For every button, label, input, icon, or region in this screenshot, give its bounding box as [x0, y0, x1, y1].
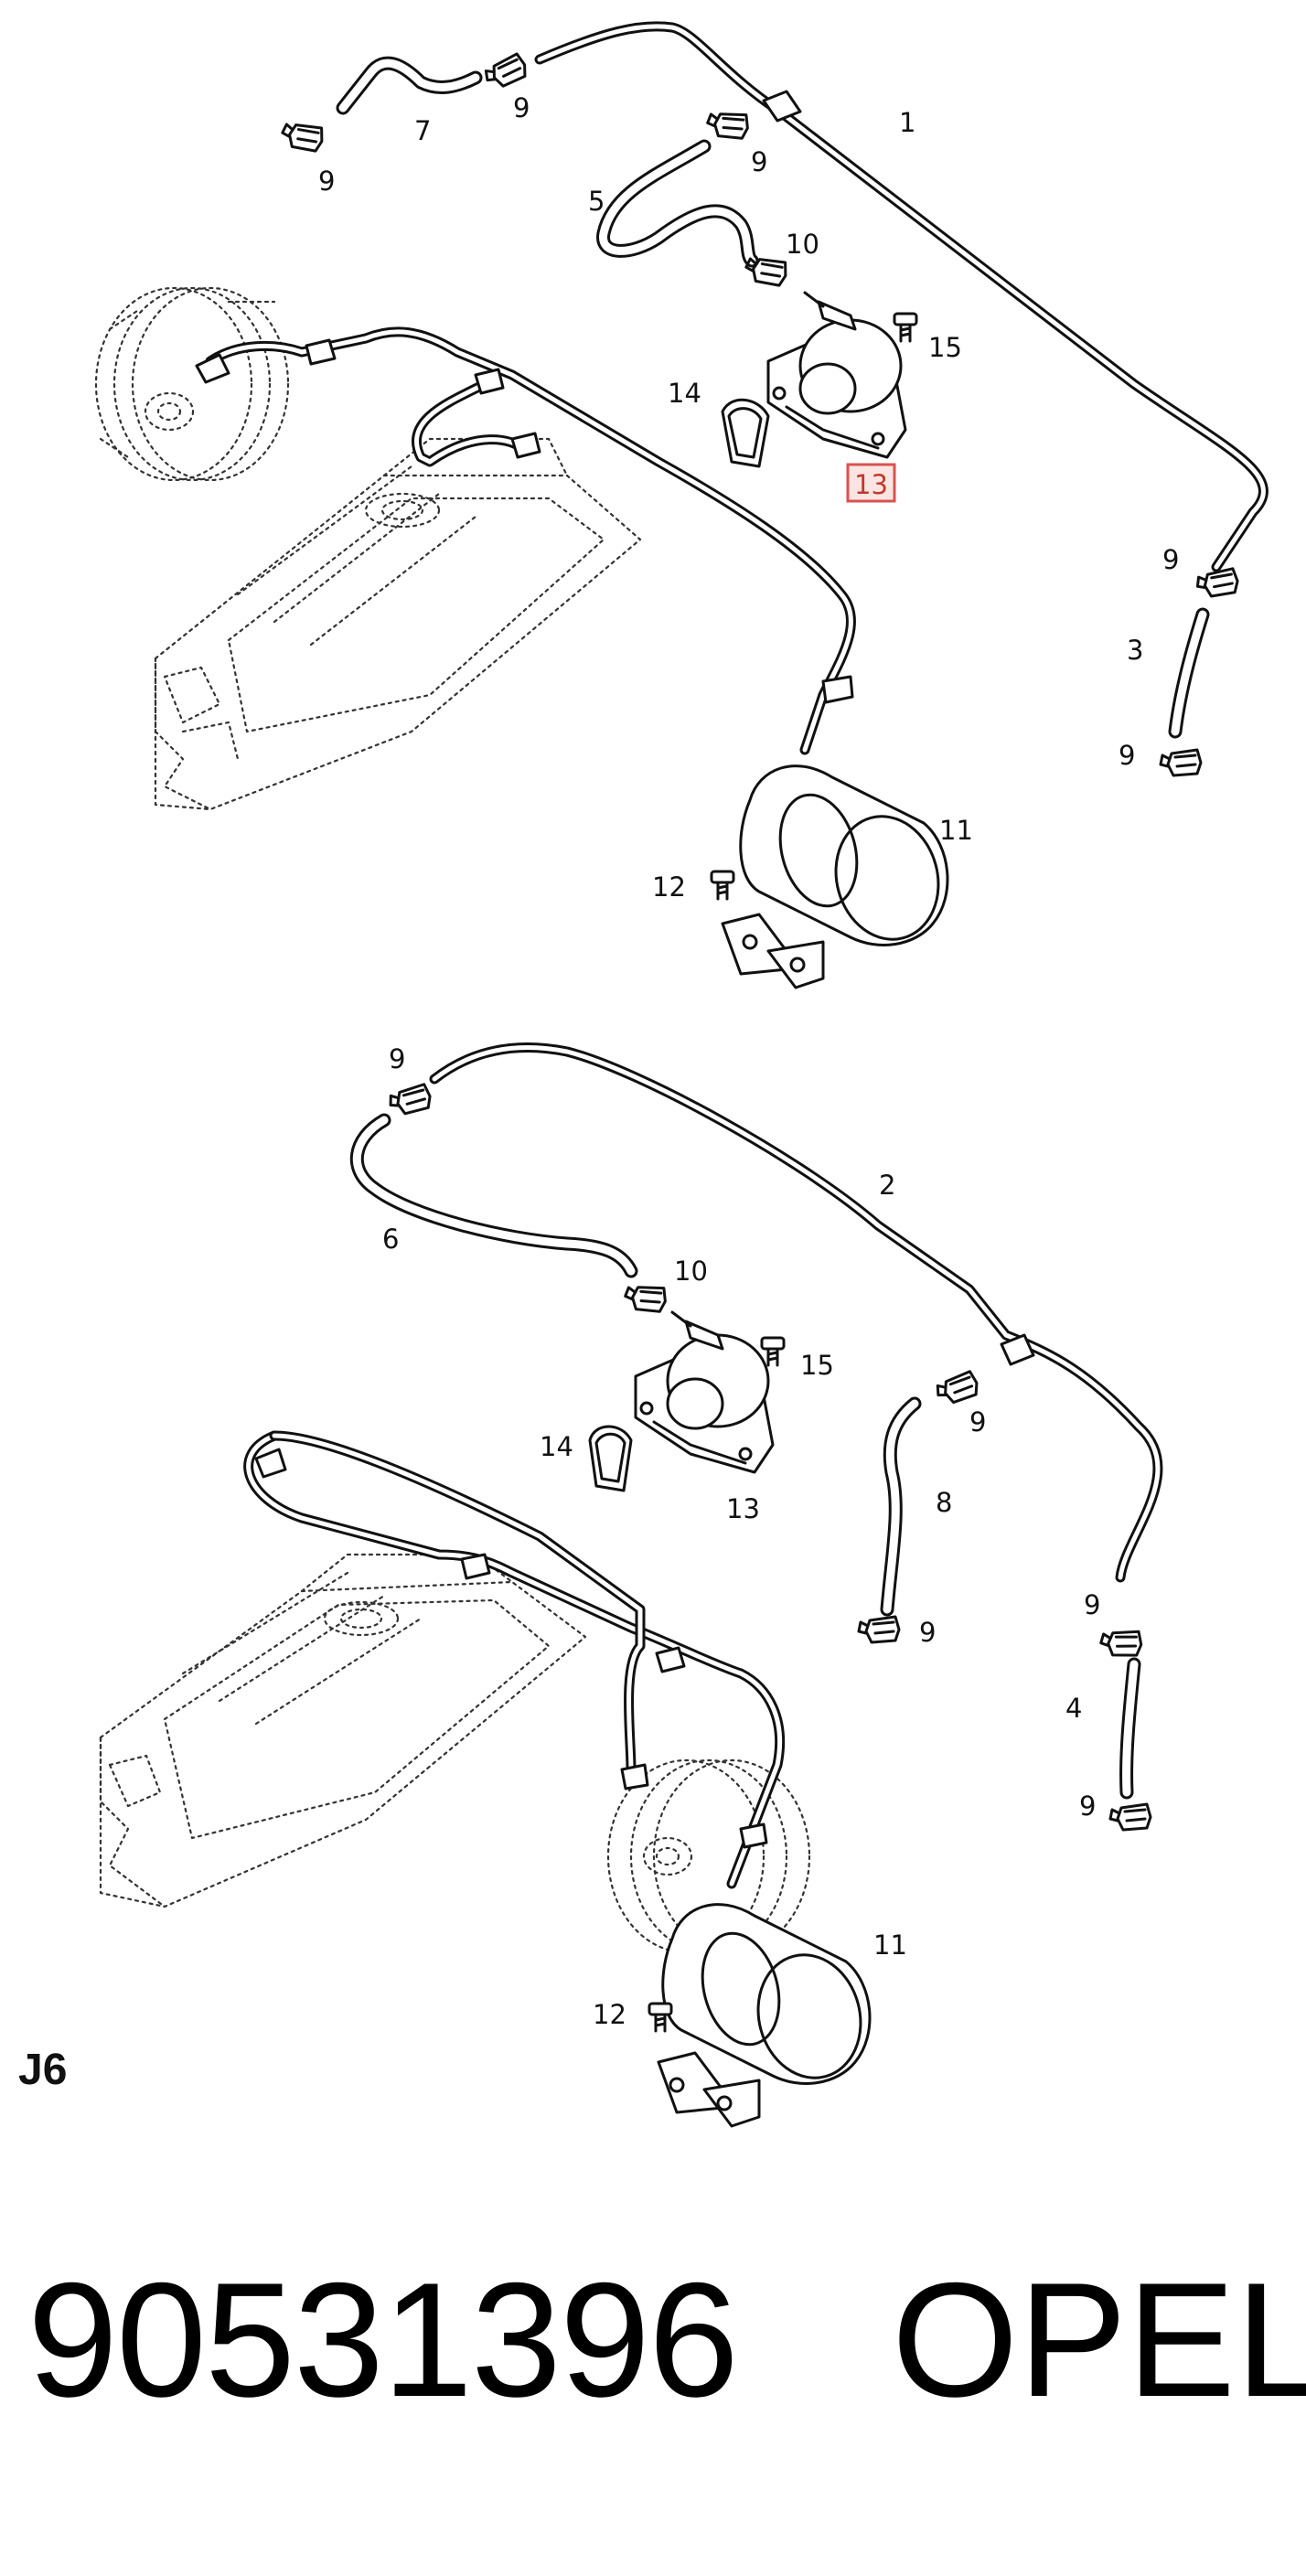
hose-3: [1168, 607, 1210, 739]
clip-10-lower: [622, 1280, 669, 1316]
part-number: 90531396: [27, 2249, 739, 2431]
bolt-15-lower: [760, 1336, 786, 1367]
callout-4-lower: 4: [1065, 1693, 1082, 1724]
callout-13-upper[interactable]: 13: [854, 469, 888, 500]
callout-2-lower: 2: [879, 1170, 895, 1201]
callout-13-lower: 13: [726, 1493, 760, 1524]
callout-7-upper: 7: [414, 115, 431, 146]
brand-name: OPEL: [892, 2249, 1306, 2431]
hose-8: [880, 1396, 922, 1617]
reservoir-11-lower: [657, 1903, 872, 2128]
callout-14-upper: 14: [668, 378, 701, 409]
callout-9-upper-a: 9: [318, 166, 335, 197]
callout-9-upper-c: 9: [751, 146, 767, 177]
callout-9-lower-e: 9: [1079, 1790, 1096, 1822]
clip-9-upper-a: [278, 117, 326, 155]
gasket-14-lower: [588, 1425, 633, 1492]
clip-10-upper: [742, 251, 790, 290]
vacuum-pump-13-upper: [766, 291, 907, 459]
callout-12-lower: 12: [593, 1999, 626, 2030]
callout-10-upper: 10: [786, 229, 819, 260]
hose-4: [1119, 1657, 1141, 1800]
pipe-2-lower: [429, 1042, 1163, 1583]
pipe-1-upper: [534, 21, 1269, 572]
callout-3-upper: 3: [1127, 635, 1143, 666]
clip-9-upper-c: [704, 107, 752, 143]
clip-9-lower-b: [933, 1369, 982, 1407]
vacuum-pump-13-lower: [634, 1310, 775, 1474]
hose-7: [336, 56, 483, 115]
engine-block-outline-upper: [154, 437, 642, 811]
clip-9-upper-b: [480, 51, 530, 92]
callout-8-lower: 8: [936, 1487, 952, 1518]
reservoir-11-upper: [721, 764, 949, 989]
callout-15-upper: 15: [928, 332, 962, 363]
callout-14-lower: 14: [540, 1431, 573, 1462]
lower-view: 9 2 6 10 15 9 14 13 8 9 9 4 9 11 12: [99, 1042, 1163, 2128]
callout-9-lower-a: 9: [389, 1043, 405, 1074]
brake-booster-upper: [94, 286, 290, 482]
hose-6: [349, 1113, 638, 1278]
pipe-booster-to-filter-upper: [205, 326, 856, 755]
highlight-box-13[interactable]: [846, 463, 896, 503]
pipe-connector-upper: [195, 90, 854, 704]
callout-9-upper-e: 9: [1119, 740, 1135, 771]
callout-11-lower: 11: [873, 1929, 907, 1961]
bolt-12-upper: [710, 870, 735, 901]
callout-5-upper: 5: [588, 186, 605, 217]
callout-11-upper: 11: [939, 815, 973, 846]
callout-9-lower-d: 9: [1084, 1589, 1100, 1620]
bolt-15-upper: [893, 312, 918, 343]
callout-9-upper-d: 9: [1162, 544, 1179, 575]
callout-9-upper-b: 9: [513, 92, 530, 123]
clip-9-upper-e: [1159, 748, 1203, 777]
callout-9-lower-c: 9: [919, 1617, 936, 1648]
callout-12-upper: 12: [652, 871, 686, 903]
clip-9-lower-c: [857, 1615, 901, 1644]
clip-9-lower-a: [386, 1082, 434, 1117]
hose-5: [596, 139, 759, 268]
callout-1-upper: 1: [899, 107, 915, 138]
callout-10-lower: 10: [674, 1256, 708, 1287]
clip-9-lower-d: [1098, 1627, 1144, 1660]
brake-booster-lower: [606, 1758, 811, 1954]
clip-9-upper-d: [1194, 566, 1240, 599]
clip-9-lower-e: [1108, 1802, 1152, 1832]
engine-block-outline-lower: [99, 1553, 587, 1908]
pipe-booster-lower: [243, 1430, 786, 1889]
gasket-14-upper: [721, 398, 770, 468]
callout-6-lower: 6: [382, 1224, 399, 1255]
callout-9-lower-b: 9: [969, 1406, 986, 1438]
pipe-connector-lower: [254, 1333, 1035, 1849]
diagram-code: J6: [18, 2046, 68, 2094]
upper-view: 1 7 9 9 9 5 10 15 14 13 9 3 9 11 12: [94, 21, 1269, 989]
callout-15-lower: 15: [800, 1350, 834, 1381]
